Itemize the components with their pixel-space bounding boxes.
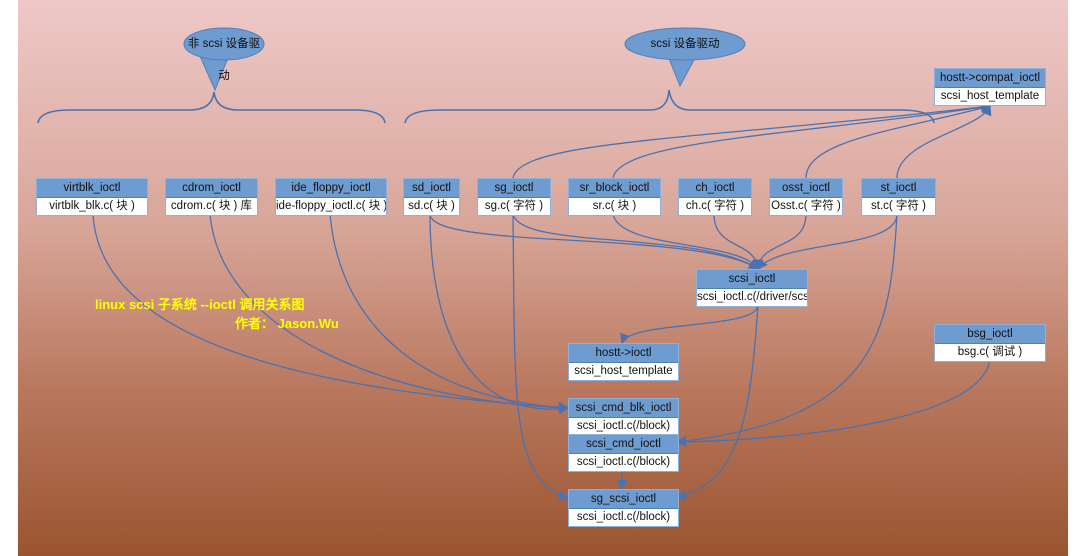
node-body: bsg.c( 调试 ) [935, 344, 1045, 361]
node-body: ide-floppy_ioctl.c( 块 ) [276, 198, 386, 215]
node-head: bsg_ioctl [935, 325, 1045, 344]
diagram-author: 作者： Jason.Wu [235, 316, 339, 331]
node-body: ch.c( 字符 ) [679, 198, 751, 215]
node-body: scsi_ioctl.c(/block) [569, 509, 678, 526]
node-head: ide_floppy_ioctl [276, 179, 386, 198]
node-head: sg_scsi_ioctl [569, 490, 678, 509]
node-head: ch_ioctl [679, 179, 751, 198]
node-body: sd.c( 块 ) [404, 198, 459, 215]
node-body: cdrom.c( 块 ) 库 [166, 198, 257, 215]
node-head: virtblk_ioctl [37, 179, 147, 198]
callout-shapes [183, 27, 746, 92]
node-body: virtblk_blk.c( 块 ) [37, 198, 147, 215]
node-head: osst_ioctl [770, 179, 842, 198]
node-body: st.c( 字符 ) [862, 198, 935, 215]
node-body: scsi_host_template [935, 88, 1045, 105]
node-head: hostt->compat_ioctl [935, 69, 1045, 88]
brace-left [37, 91, 386, 124]
node-head: sd_ioctl [404, 179, 459, 198]
node-head: scsi_ioctl [697, 270, 807, 289]
diagram-title: linux scsi 子系统 --ioctl 调用关系图 [95, 297, 305, 312]
node-head: cdrom_ioctl [166, 179, 257, 198]
node-head: hostt->ioctl [569, 344, 678, 363]
callout-non-scsi-drivers: 非 scsi 设备驱动 [187, 38, 261, 82]
node-head: st_ioctl [862, 179, 935, 198]
node-body: scsi_ioctl.c(/block) [569, 418, 678, 435]
node-head: scsi_cmd_blk_ioctl [569, 399, 678, 418]
brace-right [404, 89, 935, 124]
node-body: sr.c( 块 ) [569, 198, 660, 215]
node-body: scsi_ioctl.c(/block) [569, 454, 678, 471]
node-body: Osst.c( 字符 ) [770, 198, 842, 215]
node-head: sg_ioctl [478, 179, 550, 198]
callout-scsi-drivers: scsi 设备驱动 [650, 38, 720, 50]
node-head: scsi_cmd_ioctl [569, 435, 678, 454]
node-body: scsi_ioctl.c(/driver/scsi) [697, 289, 807, 306]
diagram-background [18, 0, 1068, 556]
node-body: scsi_host_template [569, 363, 678, 380]
node-body: sg.c( 字符 ) [478, 198, 550, 215]
node-head: sr_block_ioctl [569, 179, 660, 198]
